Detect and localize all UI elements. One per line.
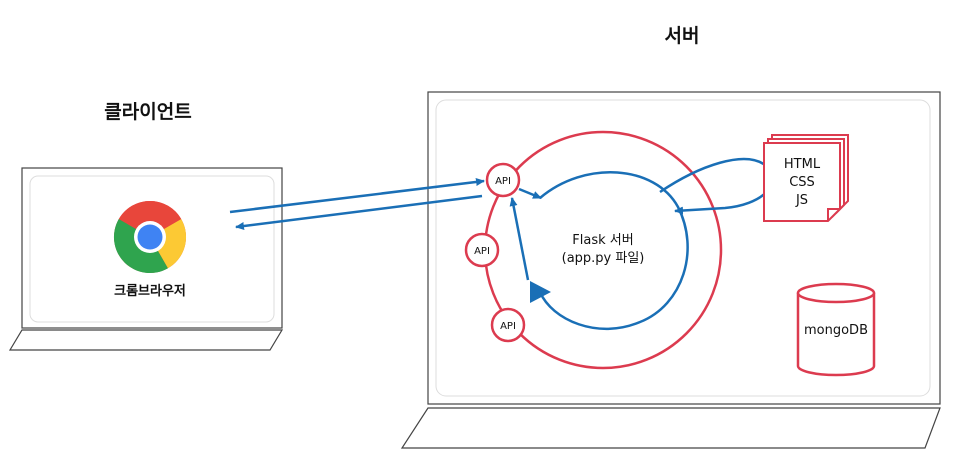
chrome-logo-icon xyxy=(113,200,187,274)
api-node-1: API xyxy=(485,162,521,198)
api-label-2: API xyxy=(474,246,490,257)
api-label-3: API xyxy=(500,321,516,332)
file-label-js: JS xyxy=(795,193,808,208)
server-laptop-keyboard xyxy=(400,407,941,449)
mongodb-cylinder-icon: mongoDB xyxy=(796,282,876,377)
client-laptop-keyboard xyxy=(8,329,284,351)
cycle-arrowhead-icon xyxy=(530,281,551,303)
file-label-css: CSS xyxy=(789,175,815,190)
file-label-html: HTML xyxy=(784,157,821,172)
request-cycle-arc xyxy=(538,171,689,331)
client-title: 클라이언트 xyxy=(104,101,191,123)
static-files-stack: HTML CSS JS xyxy=(763,134,849,222)
db-label: mongoDB xyxy=(804,323,868,338)
api-to-flask-arrow xyxy=(518,187,542,200)
response-arrow xyxy=(235,194,483,230)
flask-label-line1: Flask 서버 xyxy=(572,233,633,248)
api-node-3: API xyxy=(490,307,526,343)
browser-label: 크롬브라우저 xyxy=(114,283,186,299)
file-fold-icon xyxy=(827,208,840,221)
api-up-arrow xyxy=(509,197,530,281)
api-label-1: API xyxy=(495,176,511,187)
flask-label-line2: (app.py 파일) xyxy=(562,251,645,266)
server-laptop xyxy=(400,91,941,449)
server-title: 서버 xyxy=(665,25,700,47)
request-arrow xyxy=(229,177,485,214)
api-node-2: API xyxy=(464,232,500,268)
